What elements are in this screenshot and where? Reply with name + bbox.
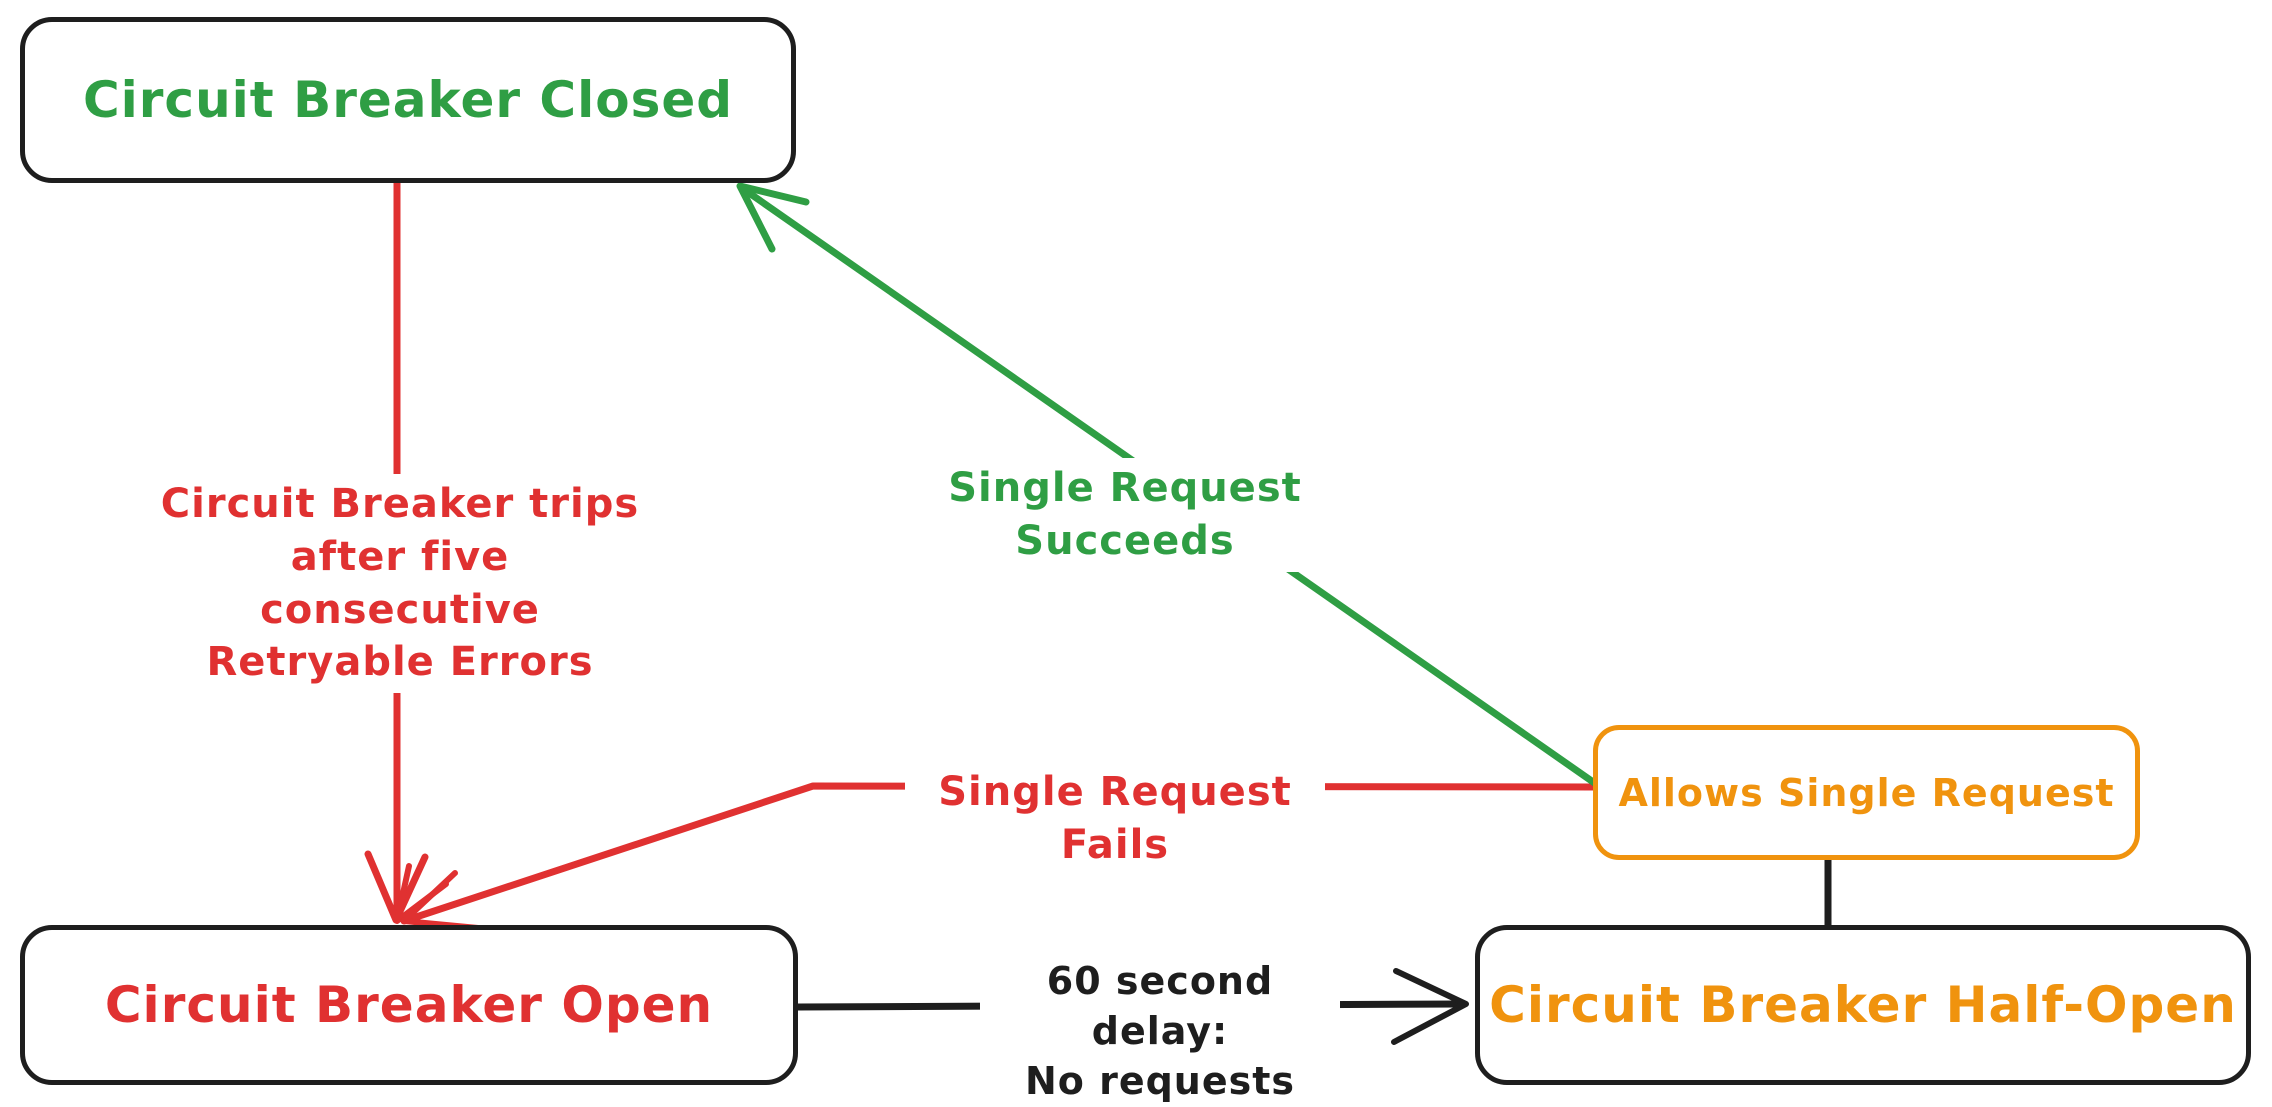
node-circuit-breaker-open-label: Circuit Breaker Open [104, 976, 714, 1034]
edge-label-delay-line1: 60 second delay: [1046, 959, 1274, 1054]
edge-label-trips: Circuit Breaker trips after five consecu… [150, 474, 650, 694]
edge-label-fails: Single Request Fails [905, 762, 1325, 876]
edge-label-trips-line2: after five consecutive [260, 533, 540, 633]
node-allows-single-request-label: Allows Single Request [1618, 770, 2115, 815]
node-circuit-breaker-open: Circuit Breaker Open [20, 925, 798, 1085]
node-allows-single-request: Allows Single Request [1593, 725, 2140, 860]
node-circuit-breaker-closed-label: Circuit Breaker Closed [82, 71, 734, 129]
node-circuit-breaker-closed: Circuit Breaker Closed [20, 17, 796, 183]
edge-label-trips-line3: Retryable Errors [206, 639, 594, 686]
node-circuit-breaker-half-open-label: Circuit Breaker Half-Open [1489, 976, 2237, 1034]
node-circuit-breaker-half-open: Circuit Breaker Half-Open [1475, 925, 2251, 1085]
edge-label-succeeds: Single Request Succeeds [880, 458, 1370, 572]
edge-label-trips-line1: Circuit Breaker trips [160, 481, 640, 527]
edge-label-delay-line2: No requests allowed [1024, 1059, 1296, 1104]
edge-label-delay: 60 second delay: No requests allowed [980, 952, 1340, 1107]
